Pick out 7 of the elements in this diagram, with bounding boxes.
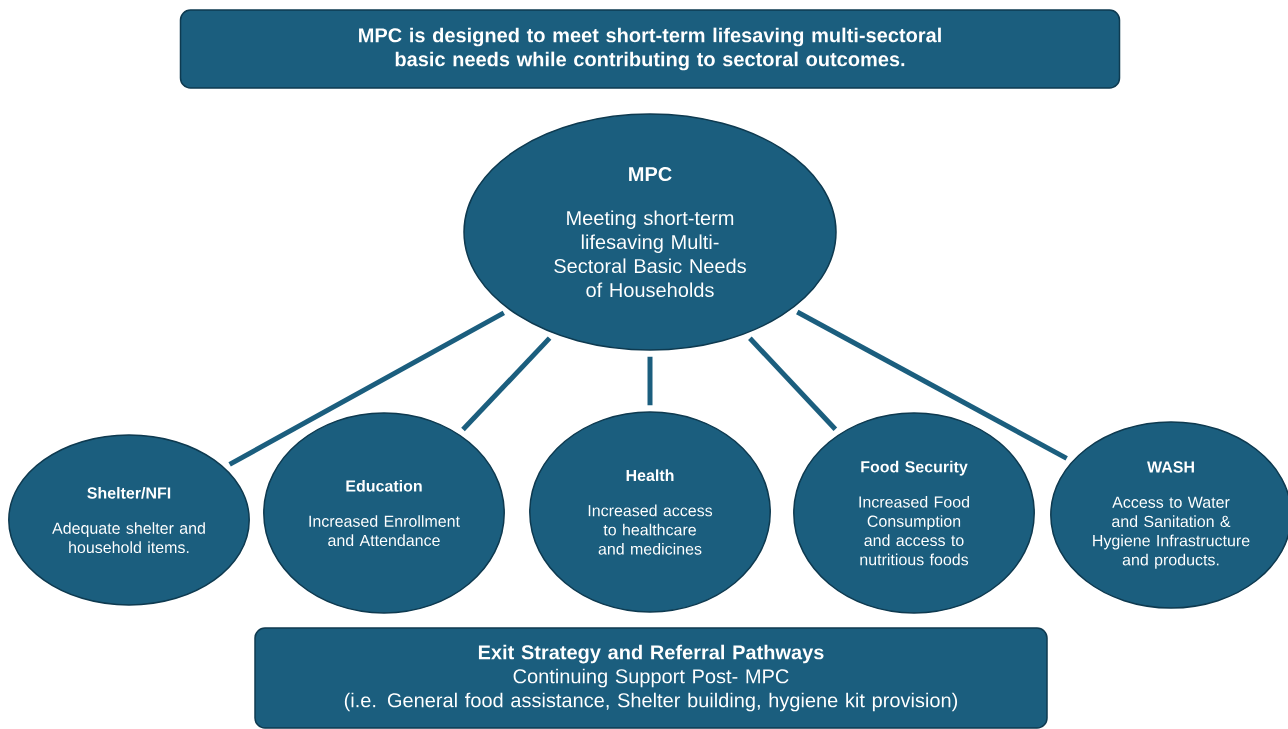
connector-line	[647, 356, 653, 406]
connector-line	[796, 309, 1068, 461]
connector-line	[461, 336, 552, 432]
text-banner: Exit Strategy and Referral Pathways Continuing Support Post- MPC (i.e. General food assistance, Shelter building, hygiene kit provision)	[254, 627, 1048, 729]
text-banner: MPC is designed to meet short-term lifesaving multi-sectoral basic needs while contributing to sectoral outcomes.	[179, 9, 1121, 89]
connector-line	[748, 336, 838, 431]
connector-line	[228, 310, 506, 467]
